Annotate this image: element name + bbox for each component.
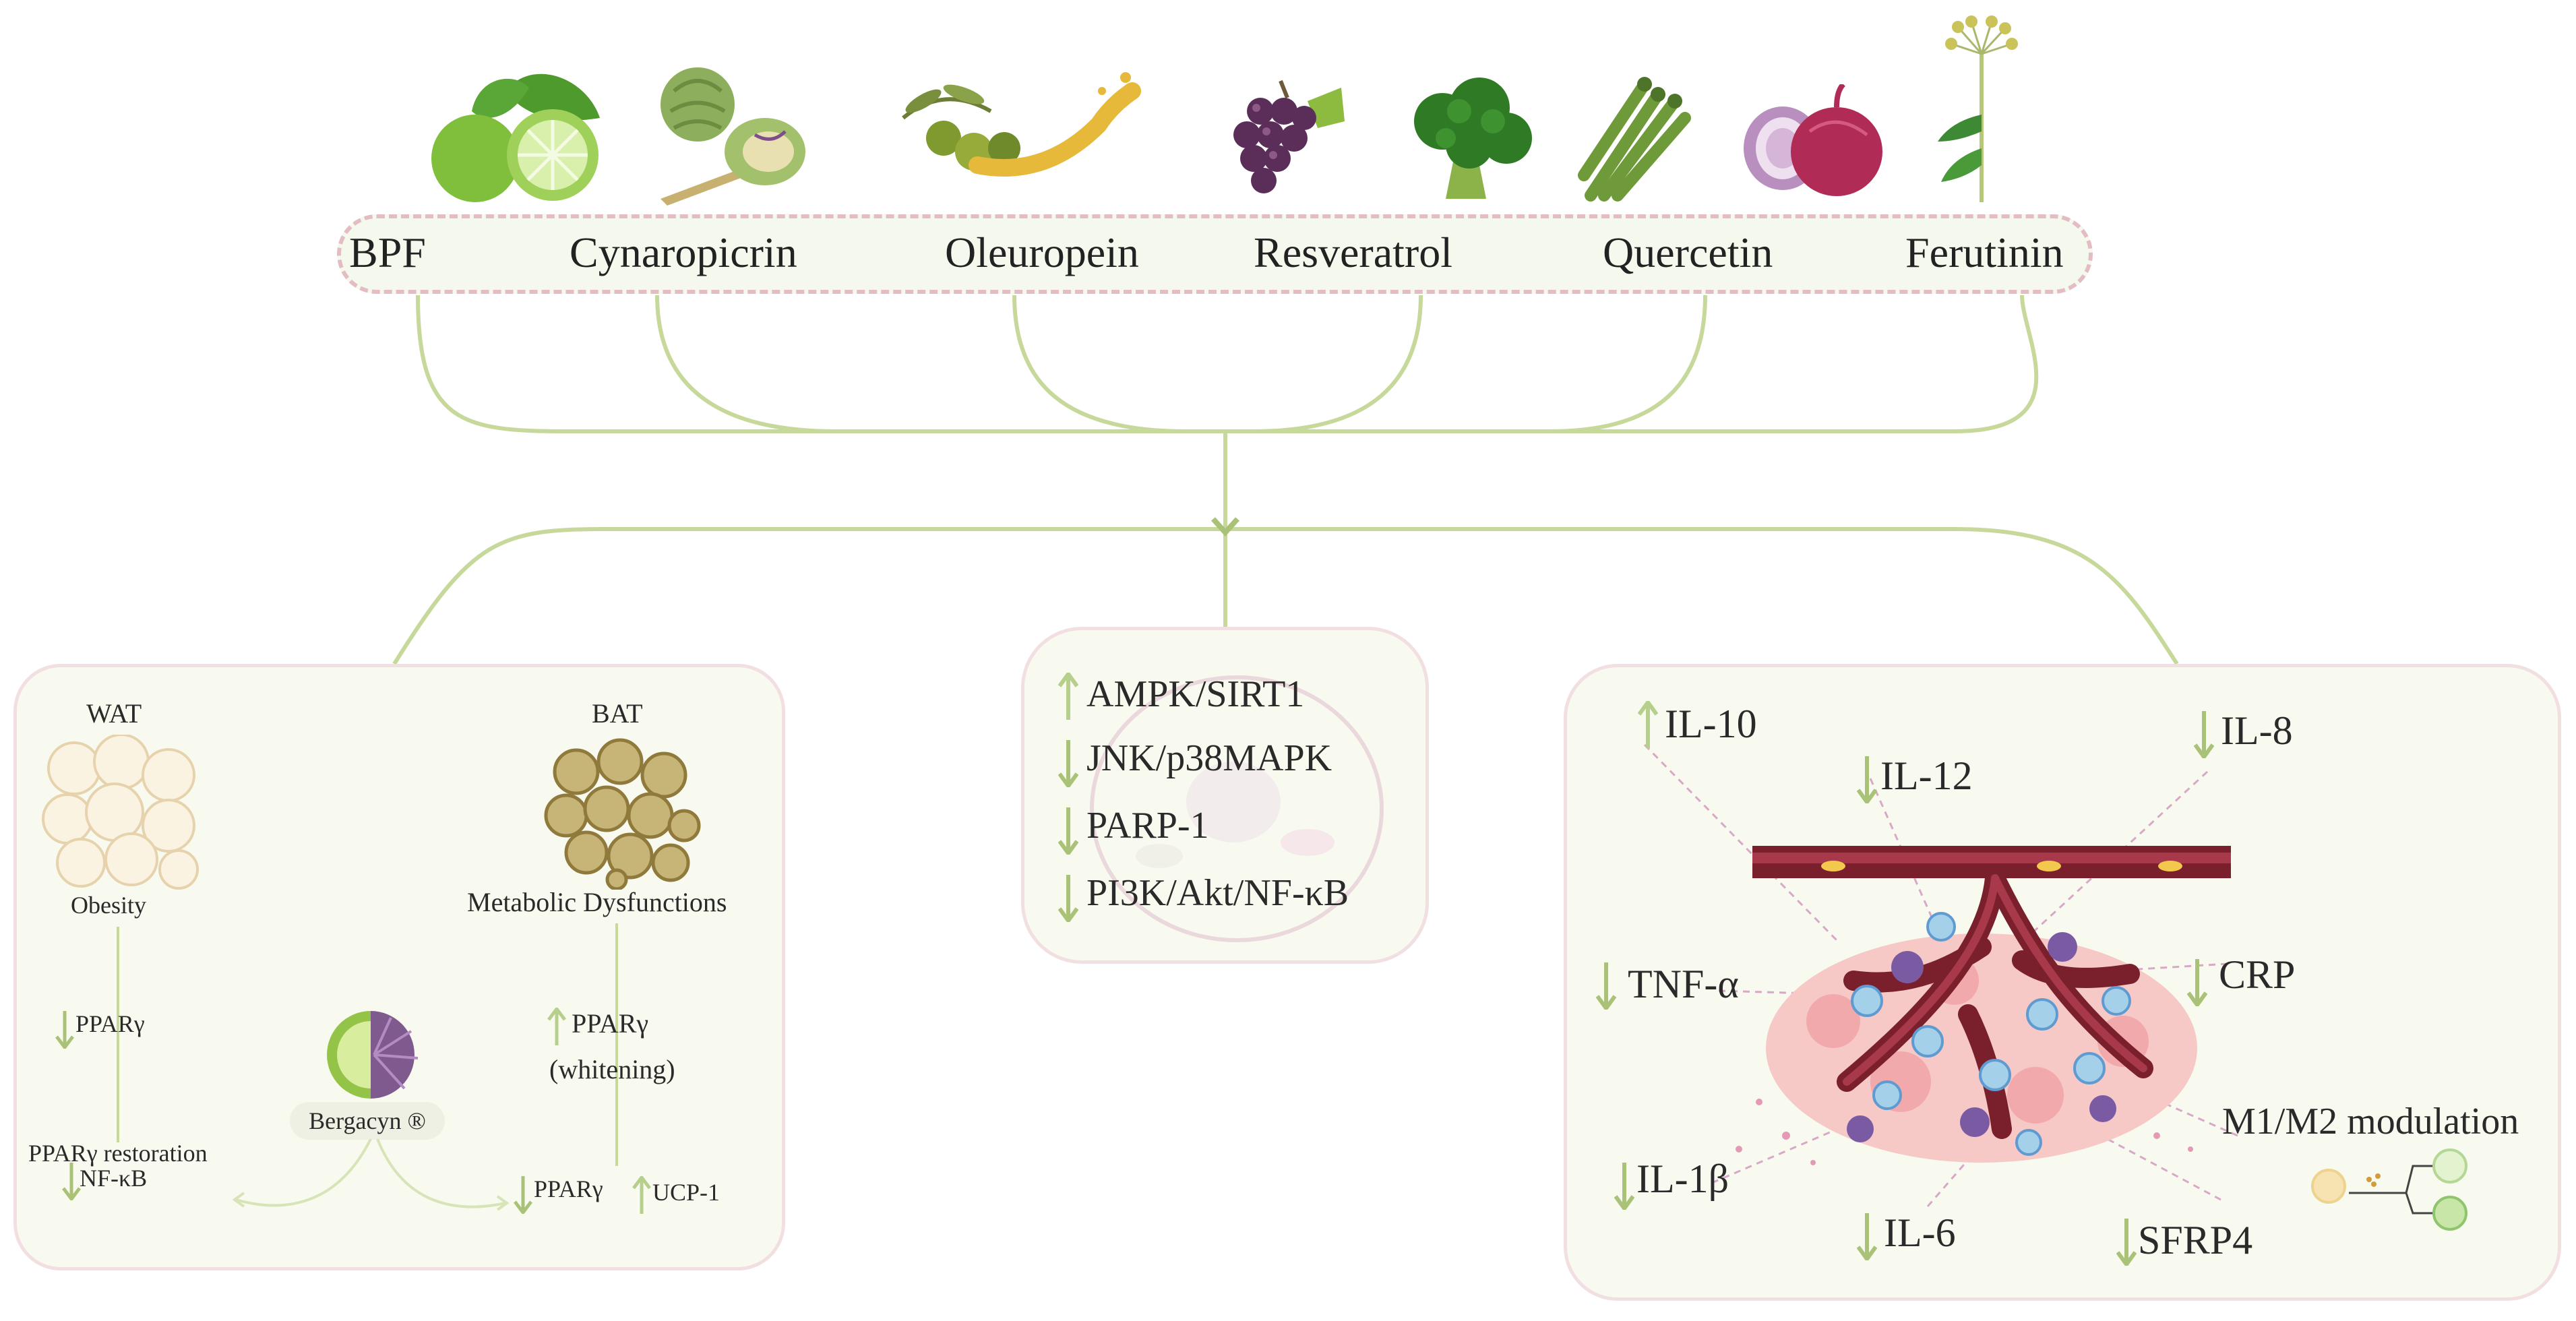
asparagus-icon [1578, 77, 1691, 202]
wat-flow-line [117, 927, 119, 1142]
bat-ppar-up-arrow [547, 1008, 566, 1045]
m1m2-label: M1/M2 modulation [2222, 1101, 2519, 1142]
bat-caption: Metabolic Dysfunctions [467, 887, 727, 917]
bergacyn-icon [327, 1011, 419, 1099]
wat-ppar-label: PPARγ [75, 1010, 145, 1037]
signal-ampk: AMPK/SIRT1 [1086, 673, 1305, 715]
parp-down-arrow [1058, 807, 1078, 855]
bergamot-icon [431, 73, 600, 202]
signal-parp: PARP-1 [1086, 805, 1209, 847]
wat-nfkb-down-arrow [62, 1163, 81, 1200]
bat-title: BAT [592, 698, 643, 729]
cell-background-icon [1090, 675, 1384, 942]
compound-label-bpf: BPF [349, 228, 426, 276]
il10-up-arrow [1638, 701, 1658, 748]
il1b-label: IL-1β [1636, 1157, 1729, 1201]
il1b-down-arrow [1614, 1163, 1634, 1210]
bergacyn-label: Bergacyn ® [290, 1102, 445, 1140]
broccoli-icon [1414, 78, 1532, 199]
il6-label: IL-6 [1884, 1210, 1956, 1255]
bergacyn-arrows [232, 1139, 510, 1211]
grapes-icon [1233, 80, 1345, 193]
bat-ppar2-label: PPARγ [534, 1175, 603, 1202]
tissue-illustration [1643, 743, 2467, 1231]
jnk-down-arrow [1058, 740, 1078, 787]
compound-bracket [416, 295, 2039, 434]
artichoke-icon [661, 67, 805, 206]
signal-pi3k: PI3K/Akt/NF-κB [1086, 872, 1349, 914]
ampk-up-arrow [1058, 673, 1078, 720]
tnf-label: TNF-α [1628, 962, 1739, 1006]
compound-label-cynaropicrin: Cynaropicrin [570, 228, 797, 276]
il6-down-arrow [1857, 1213, 1877, 1260]
bat-ucp-up-arrow [632, 1176, 651, 1214]
compound-band [337, 214, 2093, 294]
ferula-icon [1938, 16, 2018, 202]
il8-down-arrow [2194, 711, 2214, 758]
compound-label-quercetin: Quercetin [1603, 228, 1773, 276]
central-arrow-head [1211, 517, 1239, 536]
il12-down-arrow [1857, 756, 1877, 803]
bat-ppar2-down-arrow [514, 1176, 532, 1214]
wat-restoration-label: PPARγ restoration [28, 1140, 208, 1167]
white-adipocytes-icon [42, 735, 199, 890]
outcome-bracket [392, 527, 2179, 665]
sfrp4-label: SFRP4 [2138, 1218, 2253, 1262]
il12-label: IL-12 [1880, 754, 1973, 798]
wat-nfkb-label: NF-κB [80, 1165, 148, 1192]
crp-down-arrow [2187, 959, 2207, 1006]
il8-label: IL-8 [2221, 708, 2293, 753]
olive-oil-icon [902, 72, 1141, 177]
wat-ppar-down-arrow [55, 1011, 74, 1049]
brown-adipocytes-icon [544, 738, 701, 890]
bat-ppar-label: PPARγ [572, 1008, 649, 1039]
bat-ucp-label: UCP-1 [652, 1179, 720, 1206]
wat-caption: Obesity [71, 892, 146, 919]
onion-icon [1744, 84, 1882, 196]
crp-label: CRP [2219, 952, 2296, 997]
compound-label-oleuropein: Oleuropein [945, 228, 1139, 276]
tnf-down-arrow [1596, 962, 1616, 1010]
pi3k-down-arrow [1058, 875, 1078, 922]
bat-whitening-label: (whitening) [549, 1054, 675, 1084]
compound-label-ferutinin: Ferutinin [1905, 228, 2064, 276]
il10-label: IL-10 [1665, 702, 1757, 746]
wat-title: WAT [86, 698, 142, 729]
bat-flow-line [615, 923, 618, 1166]
sfrp4-down-arrow [2116, 1219, 2137, 1266]
compound-label-resveratrol: Resveratrol [1254, 228, 1452, 276]
signal-jnk: JNK/p38MAPK [1086, 737, 1332, 779]
